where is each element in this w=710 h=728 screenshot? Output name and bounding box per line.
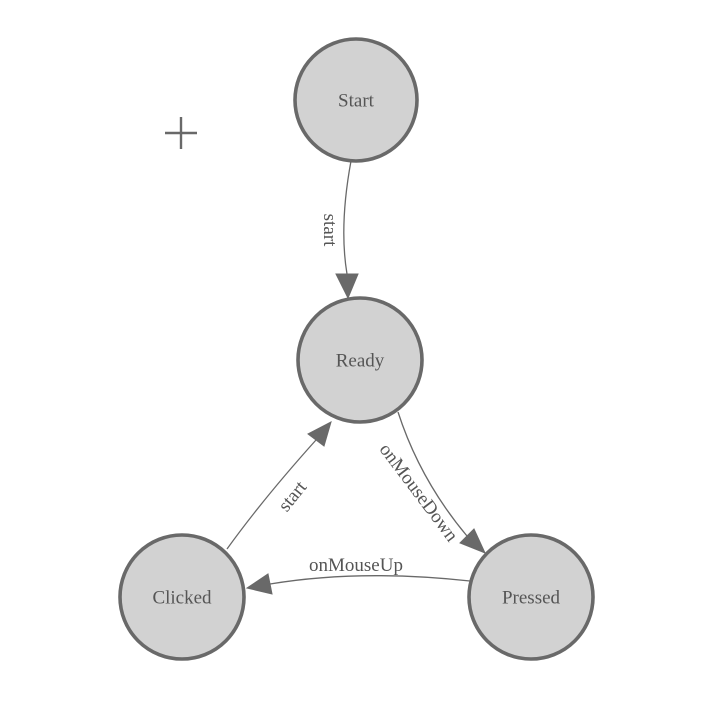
transition-pressed-to-clicked-path[interactable] <box>269 575 471 585</box>
arrowhead-icon <box>335 273 359 300</box>
transition-start-to-ready[interactable]: start <box>319 160 359 300</box>
arrowhead-icon <box>307 421 332 447</box>
state-node-ready-label: Ready <box>336 351 385 372</box>
transition-ready-to-pressed-label: onMouseDown <box>375 440 463 547</box>
state-node-start-label: Start <box>338 91 375 112</box>
state-node-pressed-circle[interactable] <box>467 533 595 661</box>
state-node-ready[interactable]: Ready <box>296 296 424 424</box>
arrowhead-icon <box>459 528 486 554</box>
crosshair-cursor-icon <box>165 117 197 149</box>
transition-ready-to-pressed[interactable]: onMouseDown <box>375 411 486 554</box>
state-node-ready-circle[interactable] <box>296 296 424 424</box>
state-node-start-circle[interactable] <box>293 37 419 163</box>
state-node-pressed-label: Pressed <box>502 588 561 609</box>
transition-clicked-to-ready-path[interactable] <box>226 439 317 550</box>
transition-pressed-to-clicked-label: onMouseUp <box>309 555 403 576</box>
transition-clicked-to-ready[interactable]: start <box>226 421 332 550</box>
transition-ready-to-pressed-path[interactable] <box>397 411 468 537</box>
arrowhead-icon <box>245 573 273 595</box>
state-node-pressed[interactable]: Pressed <box>467 533 595 661</box>
transition-start-to-ready-path[interactable] <box>343 160 352 275</box>
transition-start-to-ready-label: start <box>319 214 340 247</box>
state-node-clicked[interactable]: Clicked <box>118 533 246 661</box>
transition-pressed-to-clicked[interactable]: onMouseUp <box>245 555 471 595</box>
state-node-clicked-circle[interactable] <box>118 533 246 661</box>
state-node-clicked-label: Clicked <box>152 588 212 609</box>
transition-clicked-to-ready-label: start <box>274 477 311 516</box>
state-node-start[interactable]: Start <box>293 37 419 163</box>
